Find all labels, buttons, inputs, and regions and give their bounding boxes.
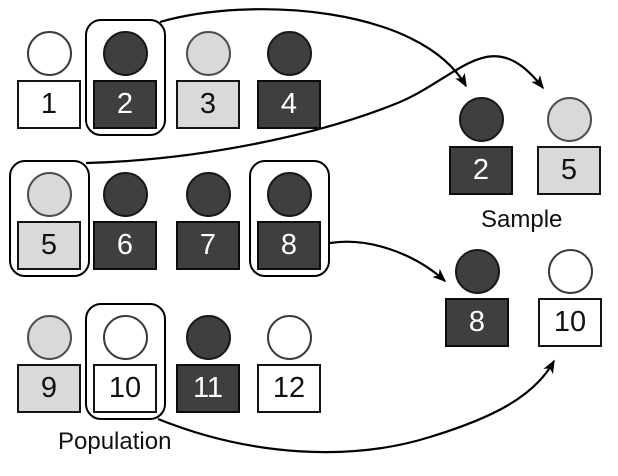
figure-number: 2 [472,154,490,186]
person-body-box: 10 [93,364,157,413]
person-body-box: 5 [537,146,601,195]
population-figure-7: 7 [176,172,240,270]
person-body-box: 7 [176,221,240,270]
figure-number: 7 [199,229,217,261]
figure-number: 6 [116,229,134,261]
person-head-icon [185,172,231,217]
person-head-icon [102,172,148,217]
population-figure-10: 10 [85,303,166,420]
person-head-icon [547,249,593,294]
person-body-box: 4 [257,80,321,129]
person-body-box: 8 [257,221,321,270]
sample-figure-2: 2 [449,97,513,195]
person-body-box: 5 [17,221,81,270]
person-head-icon [266,31,312,76]
figure-number: 5 [560,154,578,186]
person-body-box: 2 [93,80,157,129]
person-head-icon [454,249,500,294]
figure-number: 3 [199,88,217,120]
person-body-box: 9 [17,364,81,413]
person-head-icon [266,315,312,360]
population-label: Population [58,428,172,455]
figure-number: 12 [272,372,306,404]
population-figure-6: 6 [93,172,157,270]
person-body-box: 1 [17,80,81,129]
sample-figure-8: 8 [445,249,509,347]
figure-number: 4 [280,88,298,120]
population-figure-3: 3 [176,31,240,129]
figure-number: 10 [108,372,142,404]
sample-figure-10: 10 [538,249,602,347]
person-head-icon [185,315,231,360]
person-head-icon [102,31,148,76]
figure-number: 8 [280,229,298,261]
population-figure-1: 1 [17,31,81,129]
person-body-box: 11 [176,364,240,413]
population-figure-9: 9 [17,315,81,413]
person-body-box: 3 [176,80,240,129]
person-head-icon [102,315,148,360]
sample-figure-5: 5 [537,97,601,195]
sample-label: Sample [481,206,563,233]
figure-number: 10 [553,306,587,338]
person-body-box: 2 [449,146,513,195]
figure-number: 1 [40,88,58,120]
figure-number: 2 [116,88,134,120]
figure-number: 11 [192,372,224,404]
population-figure-4: 4 [257,31,321,129]
person-body-box: 12 [257,364,321,413]
person-head-icon [185,31,231,76]
person-body-box: 6 [93,221,157,270]
population-figure-8: 8 [249,160,330,277]
population-figure-12: 12 [257,315,321,413]
person-body-box: 10 [538,298,602,347]
person-head-icon [266,172,312,217]
person-body-box: 8 [445,298,509,347]
figure-number: 9 [40,372,58,404]
person-head-icon [26,31,72,76]
person-head-icon [26,172,72,217]
population-figure-5: 5 [9,160,90,277]
person-head-icon [546,97,592,142]
figure-number: 5 [40,229,58,261]
arrow-population-8-to-sample-8 [329,240,447,283]
population-figure-2: 2 [85,19,166,136]
person-head-icon [458,97,504,142]
person-head-icon [26,315,72,360]
population-figure-11: 11 [176,315,240,413]
figure-number: 8 [468,306,486,338]
